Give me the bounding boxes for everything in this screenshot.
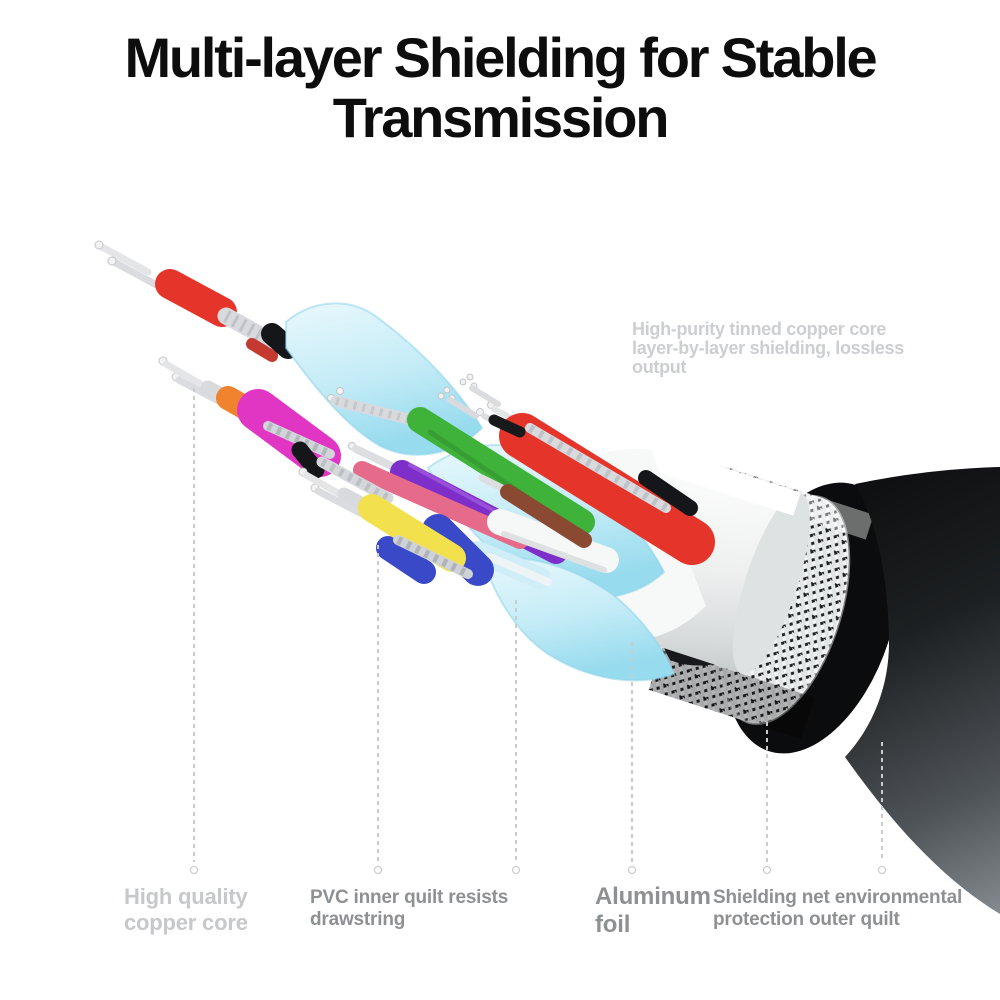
callout-shielding-net: Shielding net environmental protection o… — [713, 887, 963, 931]
wire-brown — [478, 474, 592, 548]
page-title-line-1: Multi-layer Shielding for Stable — [124, 26, 877, 89]
wire-magenta-orange — [158, 356, 394, 504]
wire-yellow-blue — [298, 467, 494, 586]
leader-line-shielding-net — [766, 722, 768, 862]
callout-aluminum-foil: Aluminum foil — [595, 883, 711, 938]
top-annotation-line-3: output — [632, 357, 687, 377]
leader-line-outer-quilt — [881, 742, 883, 862]
leader-line-inner-wrap — [515, 600, 517, 862]
leader-line-pvc-inner — [377, 545, 379, 862]
page-title: Multi-layer Shielding for Stable Transmi… — [0, 26, 1000, 150]
page-title-line-2: Transmission — [332, 86, 670, 150]
wire-green — [327, 387, 595, 535]
callout-copper-core: High quality copper core — [124, 884, 248, 935]
top-annotation-line-2: layer-by-layer shielding, lossless — [632, 338, 904, 358]
top-annotation-line-1: High-purity tinned copper core — [632, 319, 887, 339]
top-annotation: High-purity tinned copper core layer-by-… — [632, 320, 904, 377]
callout-pvc-inner: PVC inner quilt resists drawstring — [310, 887, 509, 931]
leader-line-copper-core — [193, 388, 195, 862]
wire-tinned-strand-tips — [437, 373, 526, 438]
leader-line-aluminum-foil — [631, 642, 633, 862]
outer-jacket-body — [845, 467, 1000, 914]
foil-scrap-white — [487, 509, 619, 573]
wire-red-top — [94, 240, 299, 362]
pvc-wire-tip — [467, 541, 552, 589]
